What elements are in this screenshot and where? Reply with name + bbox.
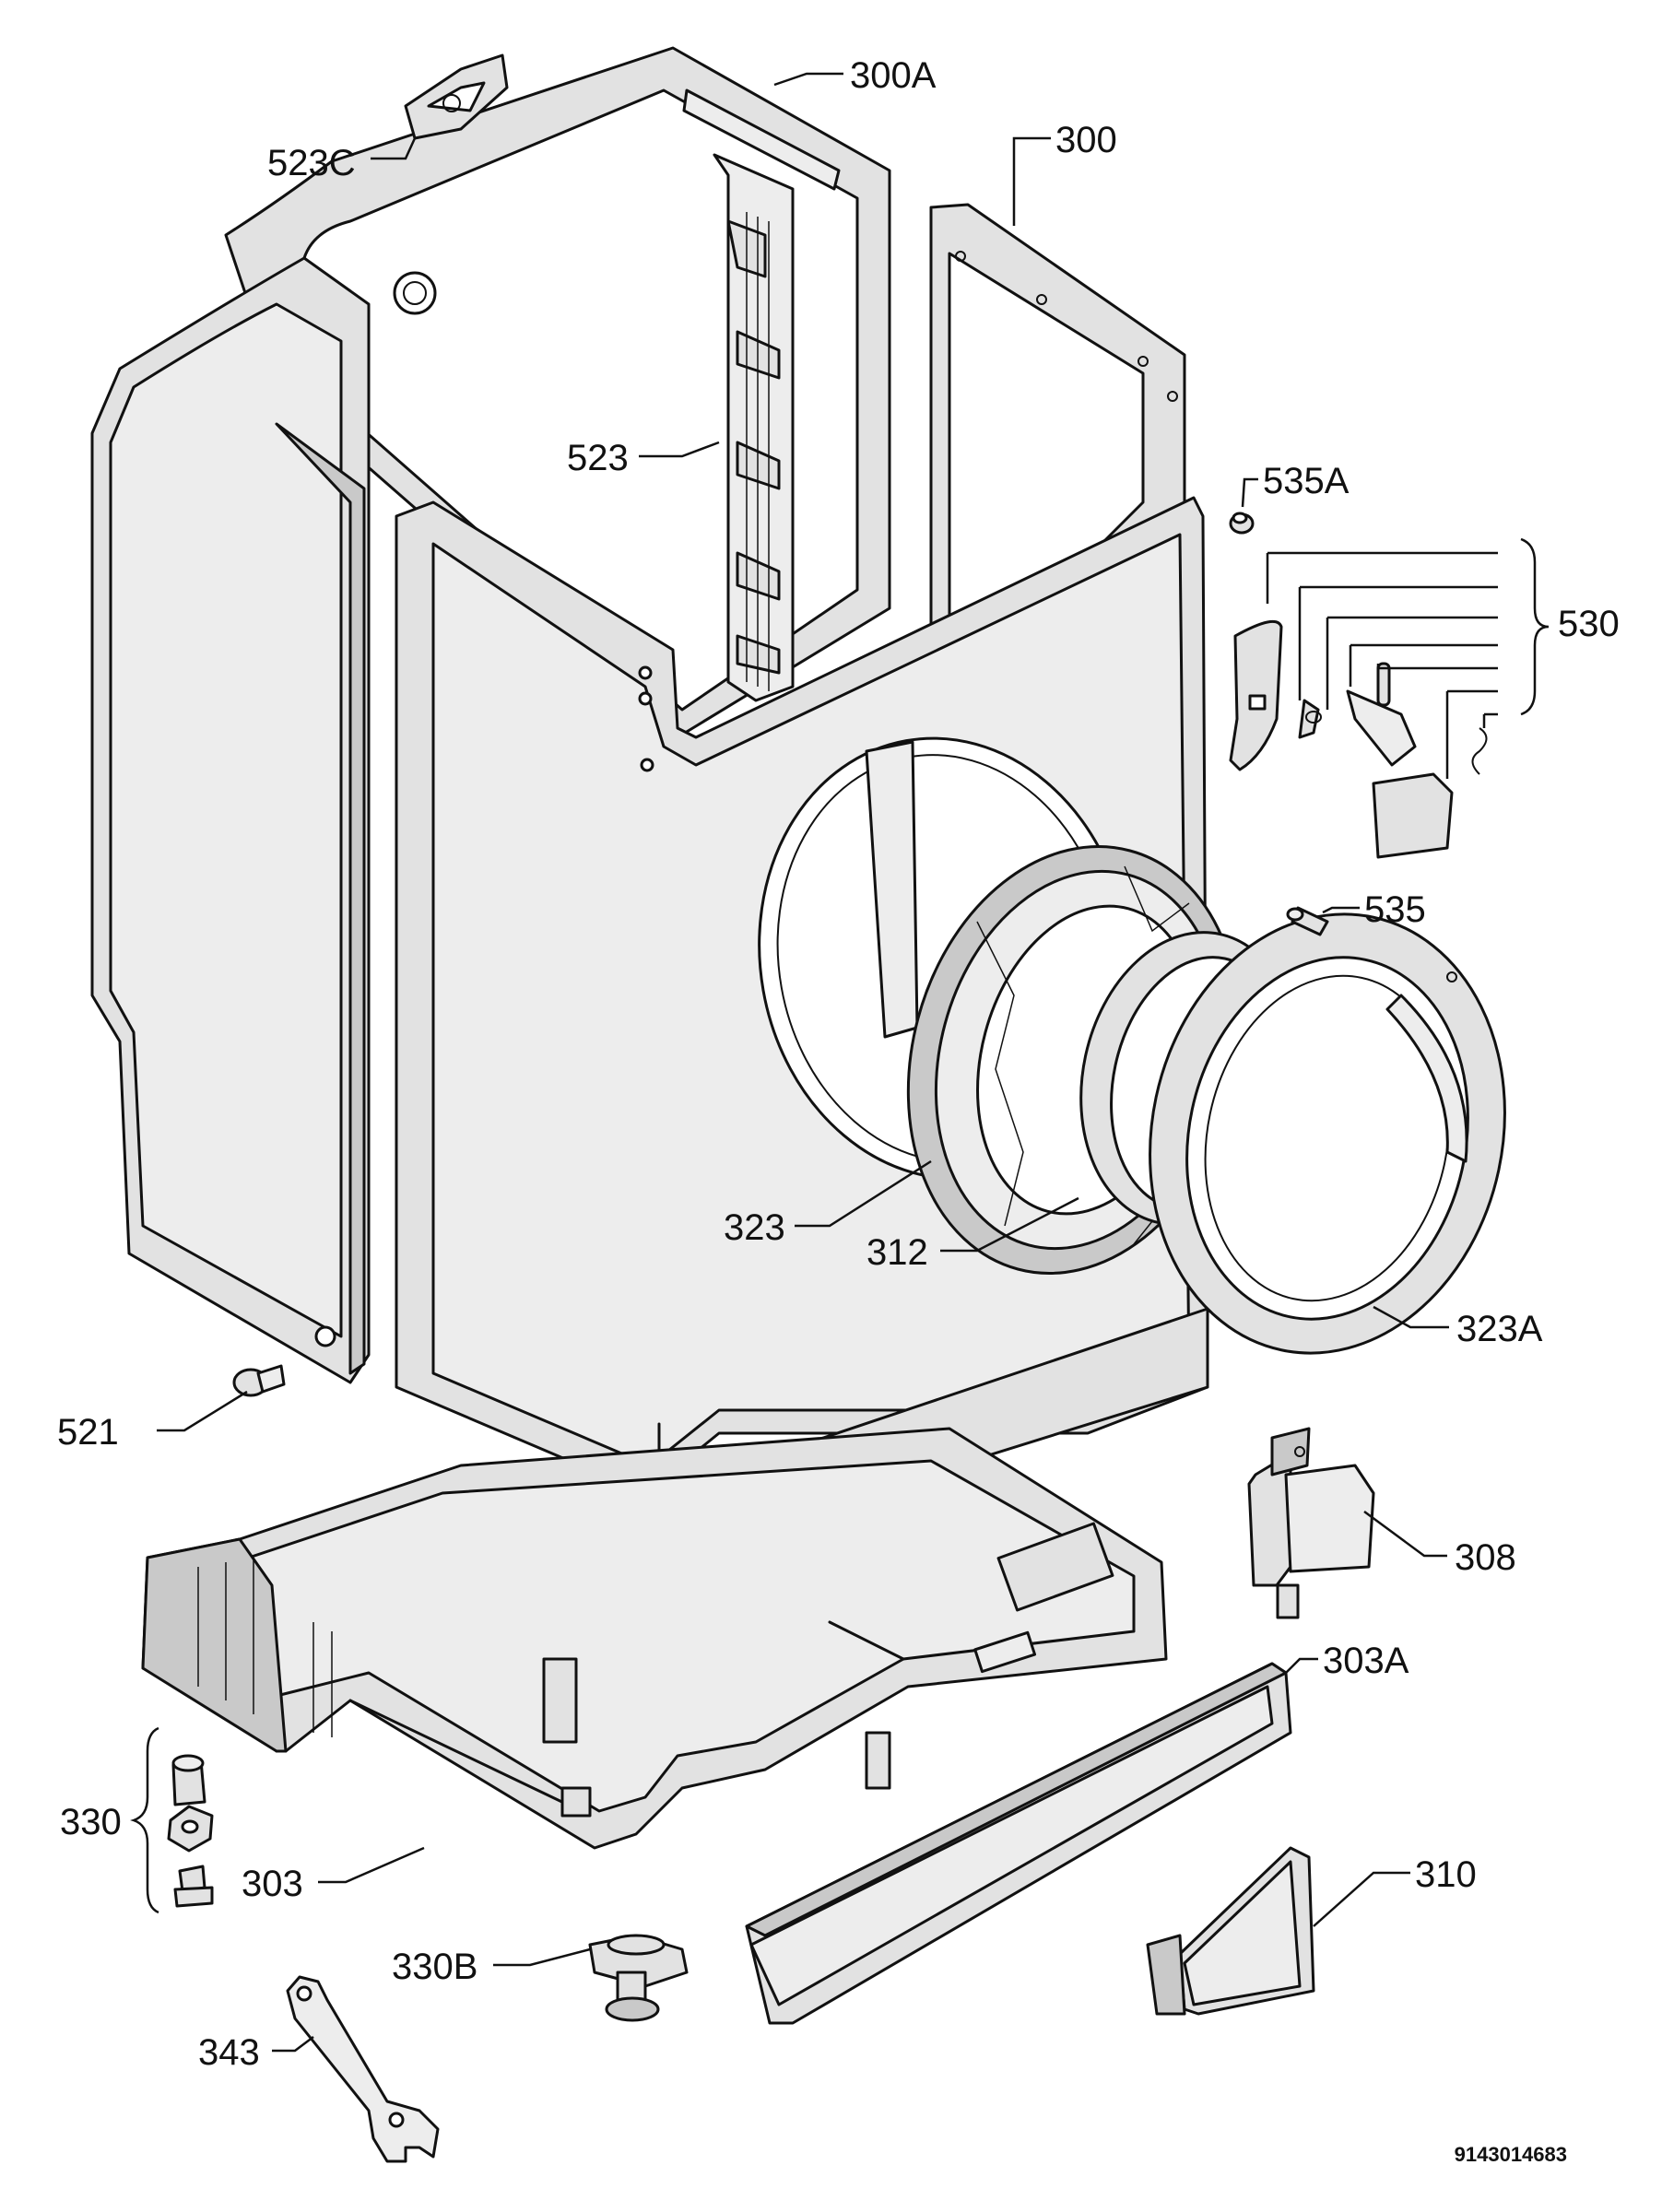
callout-300a: 300A [850,55,937,96]
callout-523c: 523C [267,143,356,183]
callout-323: 323 [724,1207,785,1248]
cap-535a [1229,512,1255,535]
callout-303: 303 [242,1864,303,1904]
callout-308: 308 [1455,1537,1516,1578]
door-lock-set-530 [1229,619,1488,859]
cover-310 [1146,1846,1315,2016]
hinge-block [1372,772,1454,859]
callout-303a: 303A [1323,1641,1409,1681]
callout-343: 343 [198,2032,260,2073]
callout-323a: 323A [1456,1309,1543,1349]
rear-bracket-523 [713,153,795,702]
callout-523: 523 [567,438,629,478]
callout-535a: 535A [1263,461,1350,501]
callout-labels: 300A 300 523C 523 535A 530 535 323 312 3… [57,55,1620,2073]
base-frame-303 [141,1427,1168,1850]
clamp-308 [1247,1427,1375,1619]
drawing-code: 9143014683 [1455,2143,1567,2166]
adjustable-foot-330b [588,1934,689,2022]
rear-port-hole [393,271,437,315]
hinge-pin-535 [1286,906,1329,936]
wrench-343 [286,1975,440,2163]
callout-330: 330 [60,1802,122,1842]
callout-310: 310 [1415,1854,1477,1895]
callout-300: 300 [1055,120,1117,160]
base-bracket [542,1657,578,1744]
left-side-panel [90,256,371,1384]
callout-521: 521 [57,1412,119,1453]
callout-530: 530 [1558,604,1620,644]
screw-521 [232,1364,286,1397]
callout-312: 312 [866,1232,928,1273]
foot-set-330 [167,1754,214,1908]
rear-frame-300a [224,46,891,739]
callout-330b: 330B [392,1947,477,1987]
door-ring-323a [1149,912,1506,1355]
callout-535: 535 [1364,889,1426,930]
leader-lines [130,72,1550,2053]
